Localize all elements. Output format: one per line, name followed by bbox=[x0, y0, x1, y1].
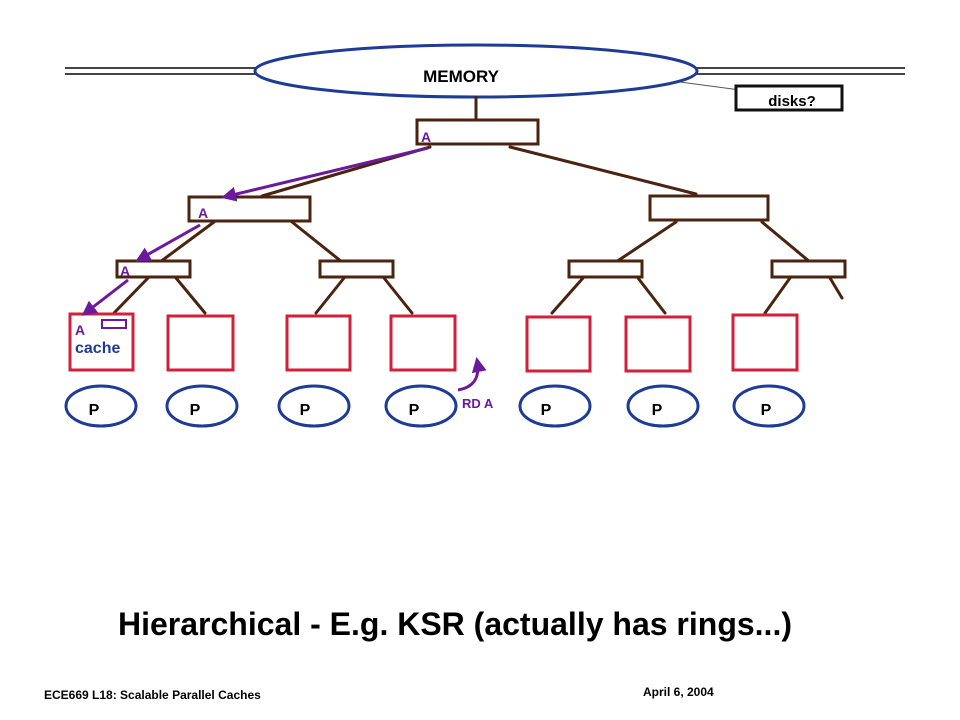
processors bbox=[64, 384, 806, 428]
processor-label-3: P bbox=[300, 402, 311, 419]
cache-box-6 bbox=[624, 315, 692, 373]
processor-label-7: P bbox=[761, 402, 772, 419]
processor-node-1 bbox=[64, 384, 138, 428]
root-node bbox=[415, 118, 540, 146]
cache-box-4 bbox=[389, 314, 457, 372]
address-label-level2: A bbox=[120, 263, 130, 279]
cache-line-marker bbox=[101, 319, 127, 329]
level2-node-2 bbox=[318, 259, 395, 279]
processor-node-6 bbox=[626, 384, 700, 428]
processor-label-1: P bbox=[89, 402, 100, 419]
footer-date: April 6, 2004 bbox=[643, 685, 714, 699]
cache-box-3 bbox=[285, 314, 352, 372]
level2-node-1 bbox=[115, 259, 192, 279]
memory-label: MEMORY bbox=[423, 67, 500, 86]
disks-box bbox=[734, 84, 844, 112]
level2-node-4 bbox=[770, 259, 847, 279]
level1-node-right bbox=[648, 194, 770, 222]
read-request-label: RD A bbox=[462, 396, 494, 411]
footer-course: ECE669 L18: Scalable Parallel Caches bbox=[44, 688, 261, 702]
processor-labels: P P P P P P P bbox=[89, 402, 772, 419]
cache-label: cache bbox=[75, 340, 120, 357]
slide-title: Hierarchical - E.g. KSR (actually has ri… bbox=[118, 606, 792, 642]
read-request-arrow bbox=[457, 357, 487, 392]
processor-label-5: P bbox=[541, 402, 552, 419]
address-label-root: A bbox=[421, 129, 431, 145]
processor-label-6: P bbox=[652, 402, 663, 419]
processor-label-2: P bbox=[190, 402, 201, 419]
arrow-level2-to-cache bbox=[81, 278, 129, 316]
address-label-cache: A bbox=[75, 322, 85, 338]
processor-node-7 bbox=[732, 384, 806, 428]
cache-box-2 bbox=[166, 314, 235, 372]
disks-label: disks? bbox=[768, 93, 816, 110]
level1-node-left bbox=[187, 195, 312, 223]
tree-nodes bbox=[115, 118, 847, 279]
processor-node-2 bbox=[165, 384, 239, 428]
address-label-level1: A bbox=[198, 205, 208, 221]
cache-box-7 bbox=[731, 313, 799, 372]
processor-label-4: P bbox=[409, 402, 420, 419]
processor-node-5 bbox=[518, 384, 592, 428]
disk-connector bbox=[679, 81, 741, 91]
arrow-level1-to-level2 bbox=[135, 223, 201, 262]
arrow-root-to-level1 bbox=[221, 146, 429, 202]
level2-node-3 bbox=[567, 259, 644, 279]
cache-box-5 bbox=[525, 315, 592, 373]
processor-node-4 bbox=[384, 384, 458, 428]
address-labels: A A A bbox=[120, 129, 431, 279]
cache-boxes bbox=[68, 312, 799, 373]
data-flow-arrows bbox=[81, 146, 487, 392]
processor-node-3 bbox=[277, 384, 351, 428]
